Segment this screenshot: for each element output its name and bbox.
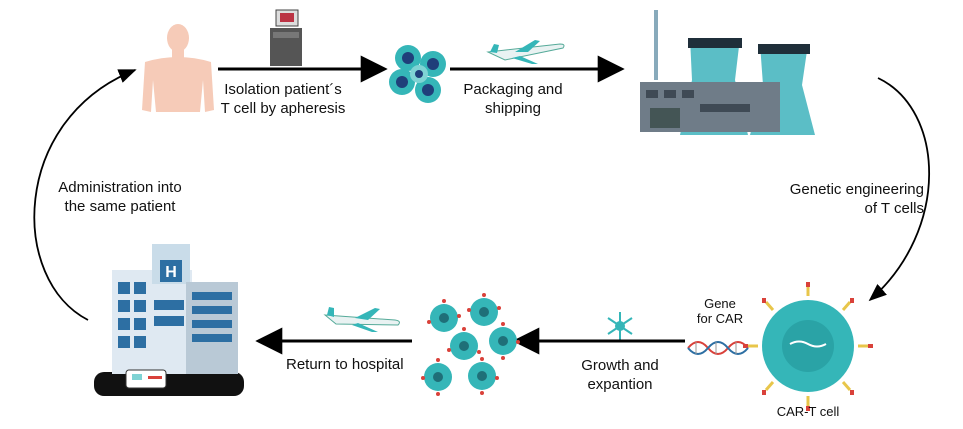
label-isolation-line1: Isolation patient´s (224, 81, 342, 98)
label-administration: Administration into the same patient (30, 178, 210, 216)
expanded-cells-icon (421, 293, 520, 396)
label-administration-line1: Administration into (58, 179, 182, 196)
label-isolation-line2: T cell by apheresis (220, 100, 346, 117)
label-genetic-line2: of T cells (864, 200, 924, 217)
airplane-icon (323, 307, 400, 332)
label-car-t-cell: CAR-T cell (776, 404, 840, 419)
label-packaging-line2: shipping (485, 100, 541, 117)
airplane-icon (486, 40, 565, 64)
t-cells-icon (389, 45, 446, 103)
label-administration-line2: the same patient (64, 198, 176, 215)
label-growth-line1: Growth and (581, 357, 659, 374)
growth-molecule-icon (607, 312, 633, 340)
hospital-sign: H (165, 264, 177, 281)
label-genetic-engineering: Genetic engineering of T cells (760, 180, 924, 218)
car-t-cell-icon (743, 282, 873, 411)
label-packaging-line1: Packaging and (463, 81, 563, 98)
label-growth-line2: expantion (587, 376, 653, 393)
label-packaging: Packaging and shipping (448, 80, 578, 118)
label-genetic-line1: Genetic engineering (789, 181, 924, 198)
arrow-genetic-engineering (868, 77, 931, 302)
arrow-administration (33, 69, 137, 321)
label-gene: Gene for CAR (684, 296, 756, 326)
human-body-icon (142, 24, 214, 112)
label-return: Return to hospital (286, 356, 404, 373)
factory-icon (640, 10, 815, 135)
hospital-icon: H (94, 244, 244, 396)
dna-icon (687, 341, 749, 355)
label-isolation: Isolation patient´s T cell by apheresis (208, 80, 358, 118)
label-gene-line2: for CAR (696, 311, 744, 326)
label-gene-line1: Gene (704, 296, 736, 311)
label-growth: Growth and expantion (560, 356, 680, 394)
apheresis-machine-icon (270, 9, 302, 66)
